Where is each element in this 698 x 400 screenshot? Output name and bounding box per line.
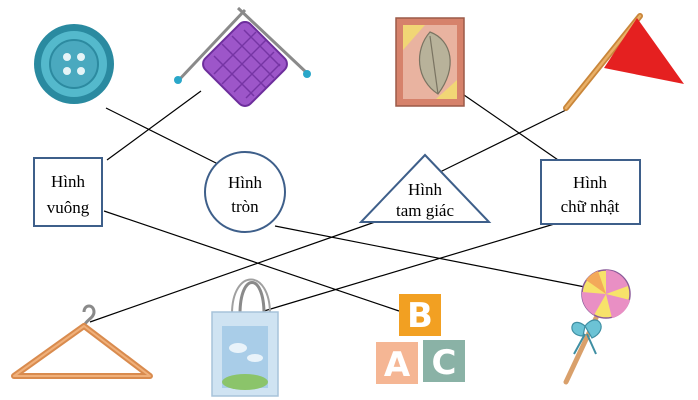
link-rectangle-gift-bag	[263, 221, 562, 312]
square-label-line1: Hình	[51, 172, 86, 191]
rectangle-shape: Hình chữ nhật	[540, 159, 641, 225]
clothes-hanger-icon	[11, 304, 153, 379]
block-c-letter: C	[432, 343, 457, 383]
rectangle-label-line2: chữ nhật	[561, 197, 620, 216]
block-b-letter: B	[407, 296, 433, 336]
circle-label-line2: tròn	[231, 197, 259, 216]
link-circle-lollipop	[274, 225, 586, 288]
link-button-circle	[105, 107, 225, 168]
knitting-icon	[174, 6, 311, 107]
link-layer	[89, 90, 586, 323]
square-shape: Hình vuông	[33, 157, 103, 227]
block-a-letter: A	[384, 345, 411, 385]
link-flag-triangle	[439, 109, 567, 173]
square-label-line2: vuông	[47, 198, 90, 217]
circle-shape: Hình tròn	[204, 151, 286, 233]
triangle-shape: Hình tam giác	[358, 153, 492, 223]
gift-bag-icon	[211, 278, 279, 397]
link-knitting-square	[106, 90, 202, 161]
link-triangle-clothes-hanger	[89, 221, 376, 323]
triangle-label-line2: tam giác	[396, 201, 455, 220]
rectangle-label-line1: Hình	[573, 173, 608, 192]
triangle-label-line1: Hình	[408, 180, 443, 199]
leaf-picture-icon	[395, 17, 465, 107]
link-leaf-picture-rectangle	[463, 94, 562, 163]
circle-label-line1: Hình	[228, 173, 263, 192]
lollipop-icon	[563, 269, 631, 385]
button-icon	[34, 24, 114, 104]
alphabet-blocks-icon: B A C	[376, 294, 465, 385]
link-square-alphabet-blocks	[103, 210, 400, 312]
flag-icon	[563, 13, 684, 111]
